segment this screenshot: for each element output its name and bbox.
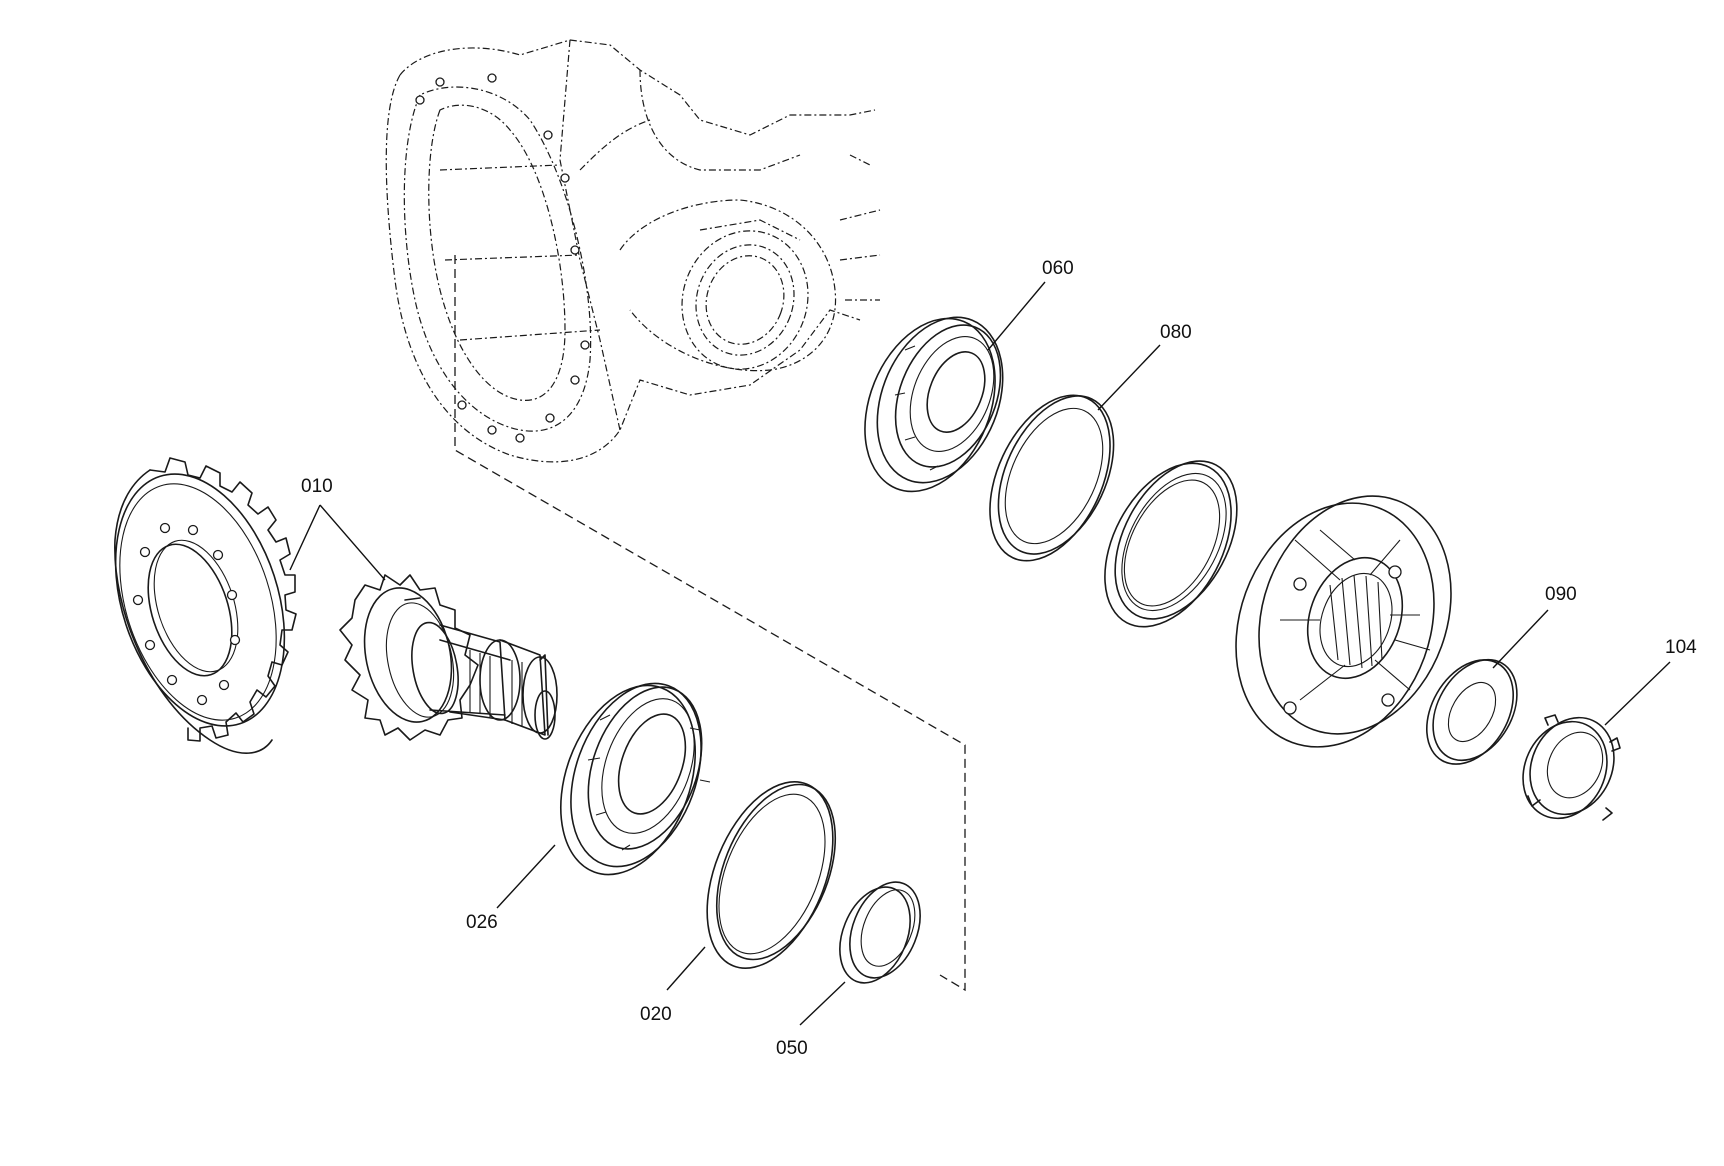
callout-104: 104 bbox=[1665, 637, 1697, 658]
callout-090: 090 bbox=[1545, 584, 1577, 605]
callout-050: 050 bbox=[776, 1038, 808, 1059]
callout-020: 020 bbox=[640, 1004, 672, 1025]
callout-labels: 010 026 020 050 060 080 090 104 bbox=[301, 258, 1697, 1059]
drive-pinion bbox=[339, 574, 558, 741]
shim-020 bbox=[706, 781, 837, 969]
callout-060: 060 bbox=[1042, 258, 1074, 279]
output-flange bbox=[1235, 495, 1452, 748]
washer-090 bbox=[1425, 658, 1518, 765]
seal-ring bbox=[1104, 460, 1238, 628]
slotted-nut-104 bbox=[1522, 714, 1621, 821]
axle-housing bbox=[385, 39, 881, 463]
leader-lines bbox=[289, 281, 1671, 1026]
ring-gear bbox=[114, 457, 297, 754]
callout-080: 080 bbox=[1160, 322, 1192, 343]
shim-080 bbox=[989, 394, 1115, 562]
bearing-060 bbox=[864, 316, 1004, 493]
assembly-dashed-line bbox=[454, 255, 966, 992]
callout-026: 026 bbox=[466, 912, 498, 933]
sleeve-050 bbox=[839, 881, 921, 984]
callout-010: 010 bbox=[301, 476, 333, 497]
bearing-026 bbox=[559, 682, 711, 876]
